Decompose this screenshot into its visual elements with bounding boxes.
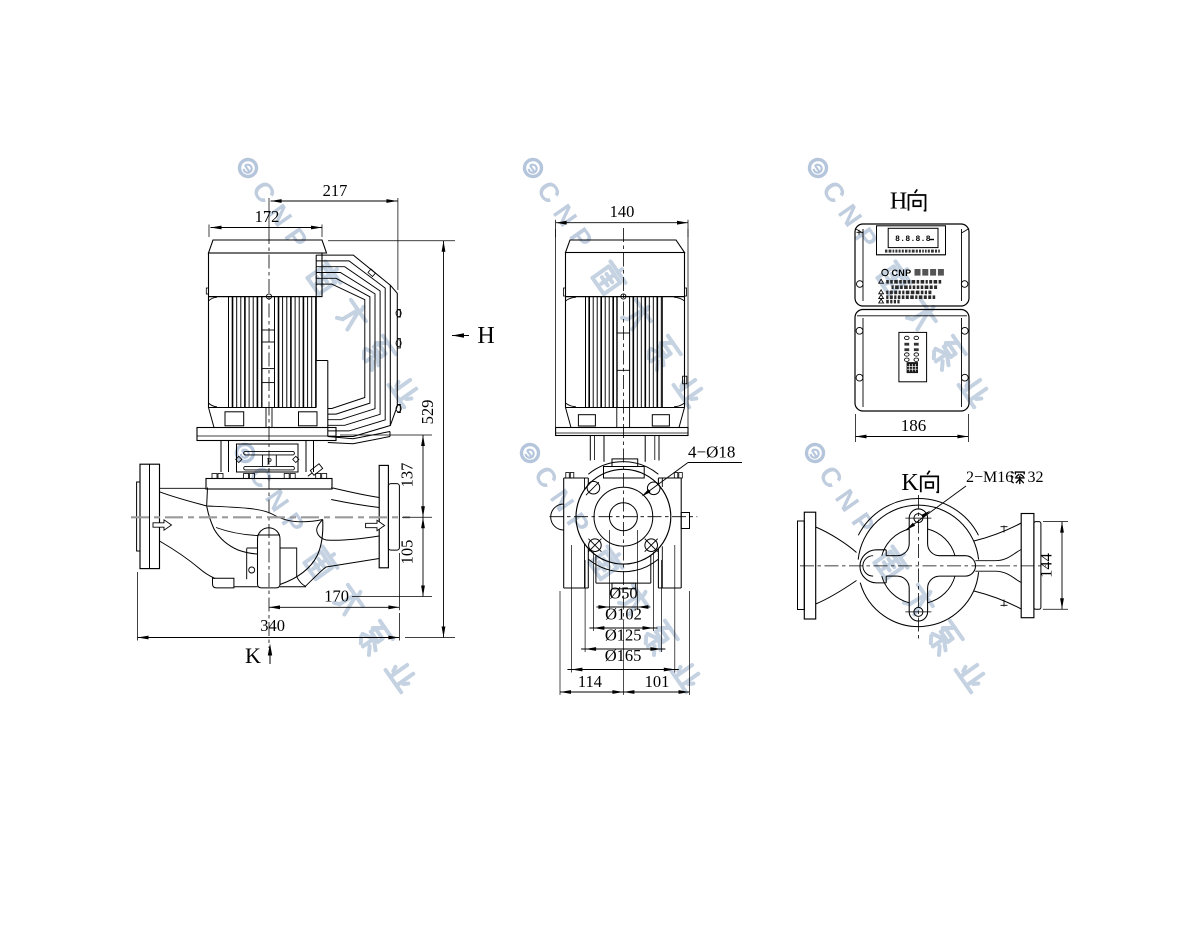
svg-text:340: 340 — [260, 616, 285, 635]
svg-text:170: 170 — [324, 587, 349, 606]
svg-text:172: 172 — [255, 207, 280, 226]
svg-text:4−Ø18: 4−Ø18 — [688, 443, 735, 462]
svg-text:105: 105 — [398, 540, 417, 565]
svg-text:K: K — [901, 470, 919, 496]
svg-text:140: 140 — [610, 202, 635, 221]
svg-text:Ø50: Ø50 — [609, 584, 637, 603]
svg-text:529: 529 — [418, 400, 437, 425]
svg-text:P: P — [267, 457, 272, 467]
svg-text:144: 144 — [1037, 553, 1056, 578]
svg-text:217: 217 — [323, 181, 348, 200]
svg-text:H: H — [477, 323, 494, 349]
svg-text:114: 114 — [578, 672, 602, 691]
svg-text:CNP: CNP — [892, 268, 912, 278]
svg-text:137: 137 — [398, 463, 417, 488]
svg-text:8.8.8.8: 8.8.8.8 — [895, 235, 931, 244]
svg-text:Ø102: Ø102 — [605, 605, 642, 624]
svg-text:K: K — [245, 643, 261, 668]
svg-text:2−M16: 2−M16 — [966, 469, 1013, 486]
svg-text:H: H — [890, 189, 907, 215]
svg-text:101: 101 — [645, 672, 670, 691]
svg-text:186: 186 — [901, 416, 927, 435]
svg-text:32: 32 — [1028, 469, 1044, 486]
